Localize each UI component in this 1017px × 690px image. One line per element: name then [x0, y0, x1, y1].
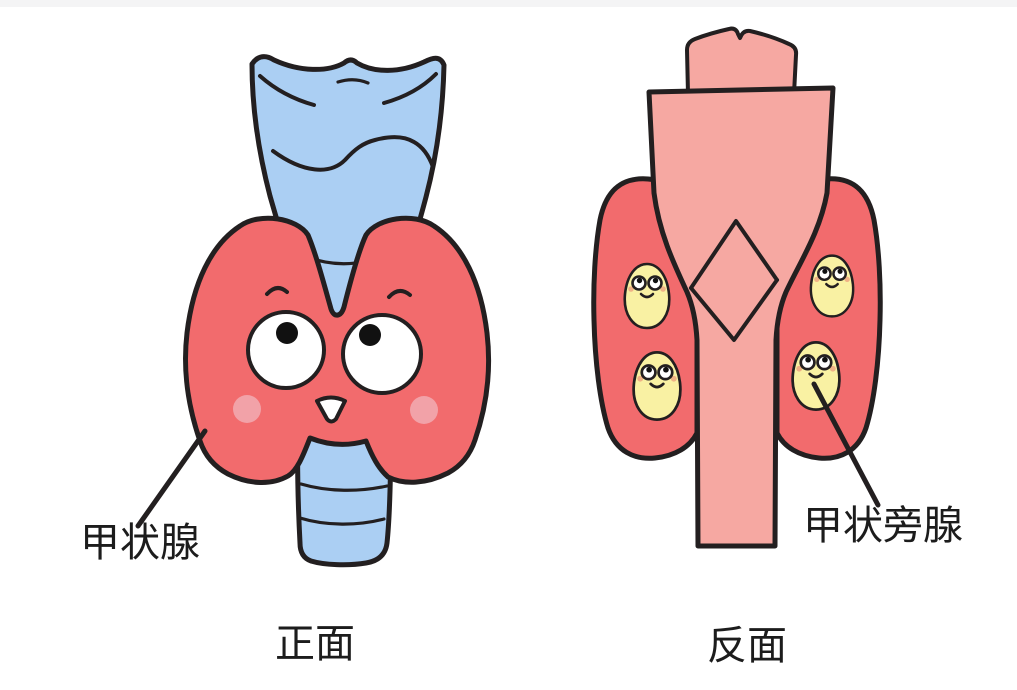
gland-pupil [822, 356, 828, 363]
mouth [315, 395, 347, 424]
front-view-caption: 正面 [275, 622, 355, 666]
larynx-back-esophagus-shape [646, 85, 836, 549]
gland-cheek [637, 375, 644, 382]
parathyroid-gland-upper-left [623, 262, 671, 330]
left-eyebrow [265, 286, 289, 296]
gland-cheek [670, 375, 677, 382]
trachea-ring-line-2 [298, 516, 386, 526]
gland-pupil [663, 366, 669, 373]
parathyroid-gland-lower-left [632, 351, 682, 421]
larynx-ridge-line-left [258, 74, 316, 107]
right-pupil [359, 324, 381, 346]
right-eyebrow [387, 289, 412, 299]
larynx-wavy-ridge [271, 135, 435, 172]
right-cheek-blush [410, 396, 438, 424]
left-cheek-blush [233, 395, 261, 423]
left-pupil [276, 322, 298, 344]
gland-pupil [822, 268, 828, 274]
parathyroid-pointer-line [811, 381, 881, 508]
trachea-ring-line-1 [299, 482, 389, 492]
gland-cheek [628, 286, 634, 292]
larynx-notch-line [336, 78, 370, 85]
gland-cheek [844, 276, 850, 283]
gland-cheek [814, 276, 820, 283]
gland-cheek [796, 365, 803, 372]
gland-smile [639, 292, 655, 299]
gland-cheek [660, 286, 666, 292]
gland-smile [825, 282, 839, 289]
gland-pupil [636, 277, 643, 284]
cricoid-diamond-upper-lines [689, 219, 779, 290]
gland-smile [649, 382, 665, 389]
back-view-group [591, 26, 883, 549]
thyroid-face [233, 286, 438, 424]
top-border-strip [0, 0, 1017, 7]
front-view-group [135, 54, 492, 568]
cricoid-diamond-lower-lines [689, 278, 779, 342]
gland-pupil [805, 356, 811, 363]
thyroid-pointer-line [135, 428, 208, 529]
gland-pupil [652, 277, 659, 284]
parathyroid-label: 甲状旁腺 [803, 504, 963, 548]
gland-pupil [646, 366, 652, 373]
back-view-caption: 反面 [707, 624, 787, 668]
parathyroid-gland-upper-right [809, 254, 855, 318]
gland-smile [808, 372, 824, 379]
parathyroid-gland-lower-right [791, 341, 841, 411]
thyroid-label: 甲状腺 [80, 521, 200, 565]
gland-cheek [829, 365, 836, 372]
left-eye [246, 310, 326, 390]
epiglottis-cap-shape [685, 26, 799, 96]
gland-pupil [837, 268, 843, 274]
larynx-ridge-line-right [382, 72, 438, 105]
right-eye [341, 313, 423, 395]
